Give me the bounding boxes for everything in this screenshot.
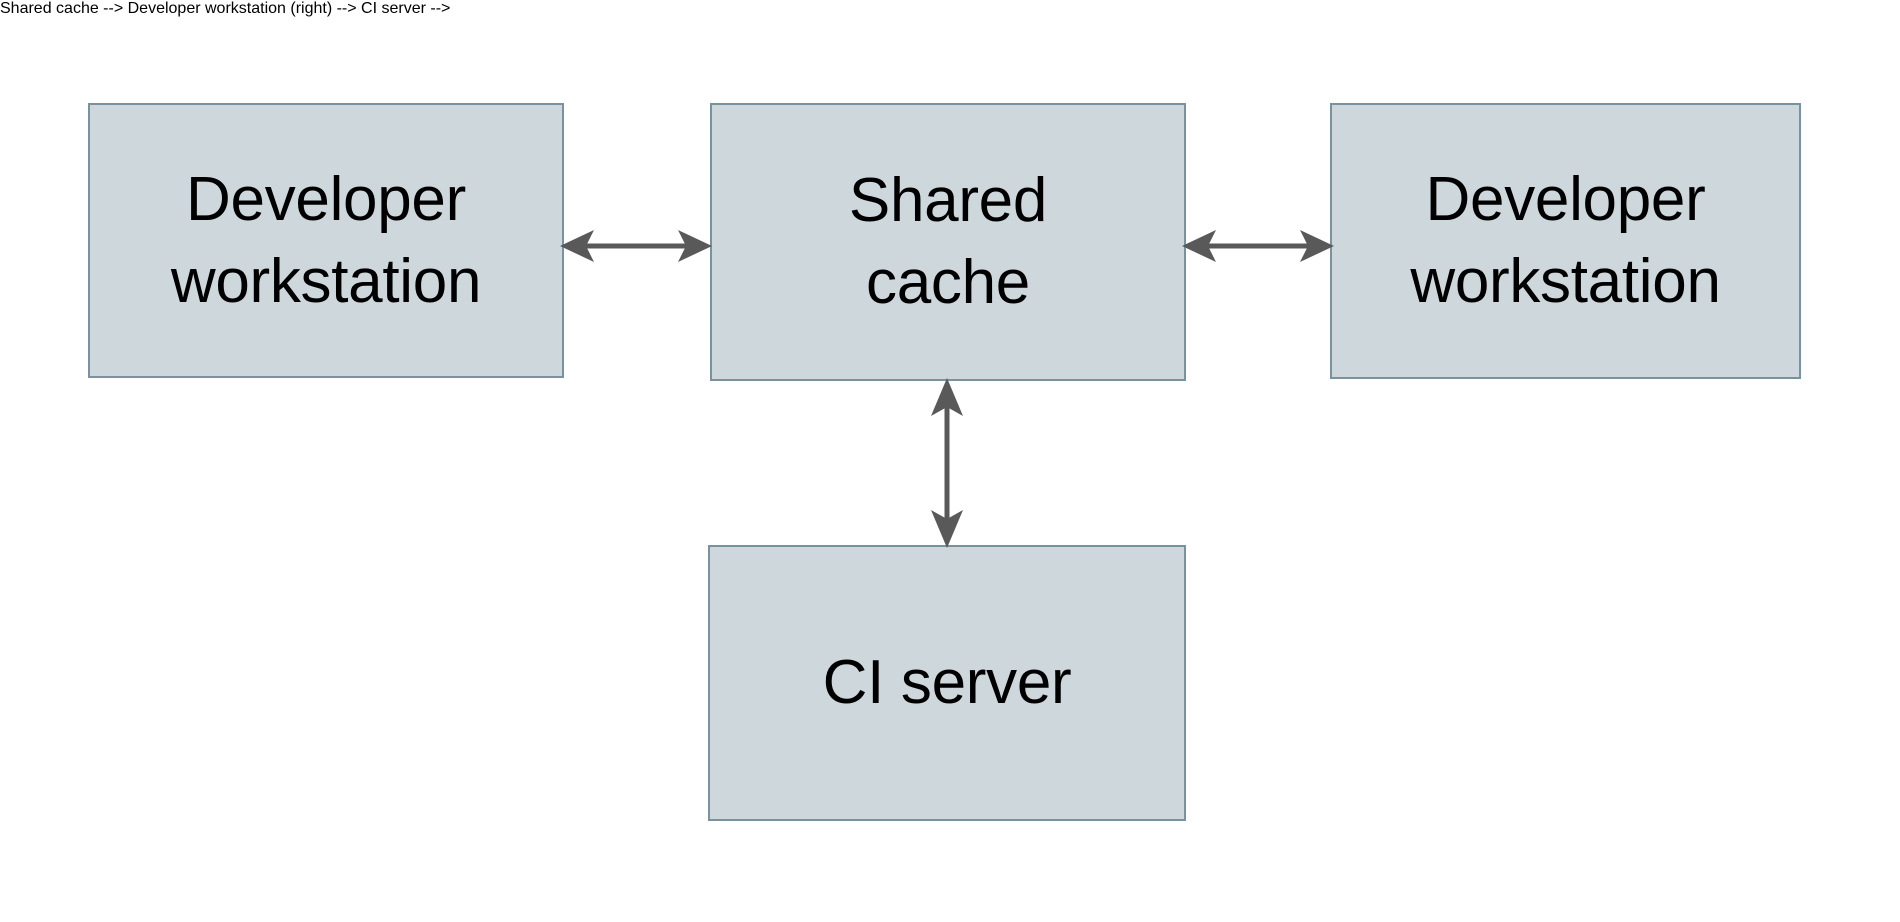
node-developer-workstation-left[interactable]: Developer workstation (88, 103, 564, 378)
node-ci-server[interactable]: CI server (708, 545, 1186, 821)
bidirectional-arrow-icon (1182, 230, 1334, 262)
edge-developer-workstation-left-to-shared-cache (560, 222, 712, 270)
node-shared-cache[interactable]: Shared cache (710, 103, 1186, 381)
node-label: Developer workstation (1410, 165, 1721, 316)
edge-shared-cache-to-ci-server (923, 378, 971, 548)
bidirectional-arrow-icon (560, 230, 712, 262)
node-label: Shared cache (848, 166, 1048, 317)
node-developer-workstation-right[interactable]: Developer workstation (1330, 103, 1801, 379)
edge-shared-cache-to-developer-workstation-right (1182, 222, 1334, 270)
bidirectional-arrow-icon (931, 378, 963, 548)
node-label: CI server (822, 648, 1072, 718)
node-label: Developer workstation (170, 164, 482, 316)
